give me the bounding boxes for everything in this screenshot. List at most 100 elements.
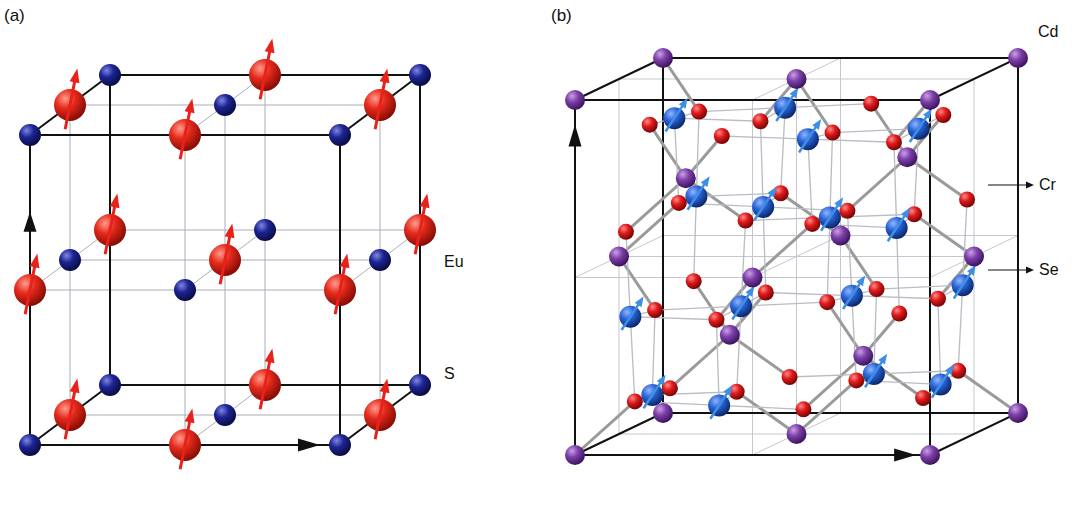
atom-sphere (565, 445, 585, 465)
atom-sphere (897, 147, 917, 167)
spin-arrowhead (812, 119, 821, 130)
eu-atom (169, 409, 201, 470)
eu-atom (364, 379, 396, 440)
spin-arrowhead (340, 254, 350, 269)
se-atom (686, 273, 702, 289)
cr-se-bond (958, 285, 962, 371)
atom-sphere (627, 393, 643, 409)
atom-sphere (787, 424, 807, 444)
cd-atom (787, 69, 807, 89)
cd-atom (653, 403, 673, 423)
spin-arrowhead (185, 409, 195, 424)
cr-atom (641, 375, 665, 408)
cd-se-bond (737, 392, 797, 434)
cr-se-bond (877, 285, 963, 289)
spin-arrowhead (657, 375, 666, 386)
cr-se-bond (760, 121, 763, 207)
spin-arrowhead (945, 364, 954, 375)
cd-atom (1008, 403, 1028, 423)
s-atom (214, 94, 236, 116)
spin-arrow (180, 417, 191, 470)
pointer-line (988, 184, 1028, 185)
atom-sphere (950, 363, 966, 379)
atom-sphere (720, 325, 740, 345)
atom-sphere (19, 434, 41, 456)
atom-sphere (795, 401, 811, 417)
spin-arrowhead (380, 379, 390, 394)
spin-arrowhead (901, 208, 910, 219)
s-atom (369, 249, 391, 271)
spin-arrowhead (380, 69, 390, 84)
spin-arrowhead (30, 254, 40, 269)
cr-atom (663, 98, 687, 131)
cd-atom (565, 445, 585, 465)
spin-arrowhead (746, 286, 755, 297)
atom-sphere (920, 90, 940, 110)
eu-atom (169, 99, 201, 160)
cr-se-bond (630, 317, 716, 320)
se-atom (959, 192, 975, 208)
cell-edge (930, 413, 1018, 455)
atom-sphere (329, 124, 351, 146)
s-atom (59, 249, 81, 271)
cd-atom (831, 226, 851, 246)
axis-arrowhead (24, 212, 37, 232)
se-atom (906, 206, 922, 222)
cell-edge (340, 75, 420, 135)
atom-sphere (773, 185, 789, 201)
se-atom (950, 363, 966, 379)
cell-edge (575, 58, 663, 100)
atom-sphere (915, 390, 931, 406)
spin-arrow (335, 262, 346, 315)
se-atom (691, 104, 707, 120)
spin-arrow (644, 380, 663, 408)
atom-sphere (369, 249, 391, 271)
cr-se-bond (699, 108, 785, 112)
atom-label: Cr (1039, 175, 1056, 194)
atom-sphere (787, 69, 807, 89)
spin-arrow (622, 302, 641, 330)
cr-se-bond (696, 112, 699, 197)
atom-sphere (1008, 48, 1028, 68)
cr-se-bond (781, 108, 785, 194)
atom-sphere (329, 434, 351, 456)
s-atom (174, 279, 196, 301)
spin-arrow (260, 357, 271, 410)
se-atom (891, 305, 907, 321)
s-atom (19, 124, 41, 146)
cell-edge (30, 75, 110, 135)
atom-label: S (444, 364, 455, 383)
spin-arrow (954, 270, 973, 298)
cr-se-bond (766, 292, 852, 295)
cell-edge (340, 385, 420, 445)
atom-sphere (676, 168, 696, 188)
spin-arrowhead (185, 99, 195, 114)
spin-arrow (799, 124, 818, 152)
atom-sphere (409, 374, 431, 396)
atom-sphere (254, 219, 276, 241)
cr-se-bond (716, 320, 719, 406)
cr-se-bond (830, 133, 833, 218)
s-atom (99, 64, 121, 86)
cr-se-bond (827, 217, 830, 302)
spin-arrowhead (70, 69, 80, 84)
atom-sphere (863, 96, 879, 112)
cd-se-bond (958, 371, 1018, 413)
spin-arrowhead (635, 297, 644, 308)
cd-atom (743, 268, 763, 288)
cell-edge (930, 58, 1018, 100)
atom-label: Se (1039, 260, 1059, 279)
eu-atom (54, 69, 86, 130)
cr-se-bond (963, 200, 967, 286)
atom-sphere (214, 94, 236, 116)
s-atom (409, 374, 431, 396)
cr-atom (908, 109, 932, 142)
eu-atom (249, 349, 281, 410)
spin-arrow (732, 291, 751, 319)
cr-se-bond (763, 207, 766, 293)
atom-sphere (848, 372, 864, 388)
cr-atom (819, 197, 843, 230)
spin-arrow (25, 262, 36, 315)
cr-atom (886, 208, 910, 241)
